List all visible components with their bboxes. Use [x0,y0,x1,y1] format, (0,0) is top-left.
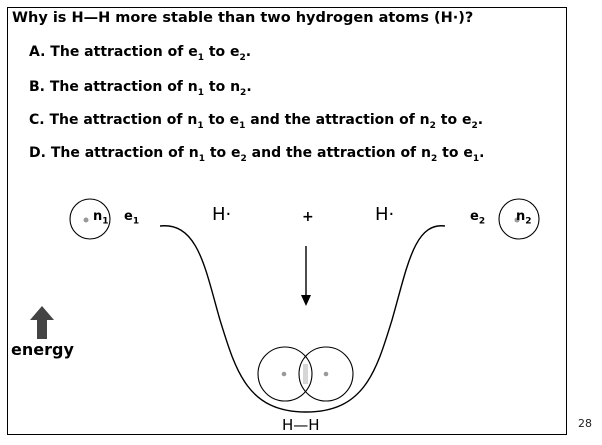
plus-sign: + [302,209,314,225]
right-electron-label: e2 [470,209,485,227]
molecule-nucleus-left [282,372,287,377]
h-atom-right: H· [375,204,394,225]
energy-label: energy [11,340,74,359]
shared-electron-region [303,364,308,384]
left-nucleus-dot [84,218,89,223]
potential-curve [160,226,445,412]
bond-label: H—H [282,416,320,434]
left-nucleus-label: n1 [93,209,109,227]
left-electron-label: e1 [124,209,139,227]
page-number: 28 [578,417,592,430]
molecule-nucleus-right [324,372,329,377]
up-arrow-icon [30,306,54,339]
h-atom-left: H· [212,204,231,225]
down-arrow-head [301,295,311,306]
right-nucleus-label: n2 [516,209,532,227]
